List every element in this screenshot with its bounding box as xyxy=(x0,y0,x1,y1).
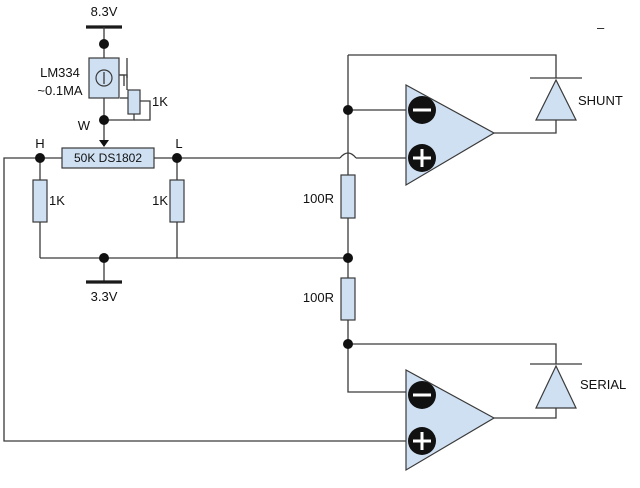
sense-resistor-bottom: 100R xyxy=(303,277,356,321)
junctions xyxy=(343,105,353,349)
resistor-right-value: 1K xyxy=(152,193,168,208)
current-source: LM334 ~0.1MA xyxy=(37,57,120,99)
wiring xyxy=(3,44,557,442)
resistor-right: 1K xyxy=(152,179,185,223)
pin-h-label: H xyxy=(35,136,44,151)
diode-shunt-label: SHUNT xyxy=(578,93,623,108)
diode-shunt-icon xyxy=(535,78,577,121)
plus-icon xyxy=(408,427,436,455)
diode-serial-label: SERIAL xyxy=(580,377,626,392)
digital-potentiometer: 50K DS1802 H L xyxy=(35,136,183,169)
sense-resistor-top-value: 100R xyxy=(303,191,334,206)
plus-icon xyxy=(408,144,436,172)
minus-icon xyxy=(408,96,436,124)
resistor-left: 1K xyxy=(32,179,65,223)
diode-shunt: SHUNT xyxy=(530,77,623,121)
diode-serial-icon xyxy=(535,364,577,409)
digital-pot-label: 50K DS1802 xyxy=(74,151,142,165)
supply-8v3: 8.3V xyxy=(86,4,122,49)
supply-3v3-label: 3.3V xyxy=(91,289,118,304)
opamp-shunt xyxy=(405,83,496,187)
minus-icon xyxy=(408,381,436,409)
trim-pot-value: 1K xyxy=(152,94,168,109)
trim-potentiometer: 1K xyxy=(120,74,168,115)
diode-serial: SERIAL xyxy=(530,363,626,409)
sense-resistor-bottom-value: 100R xyxy=(303,290,334,305)
sense-resistor-top: 100R xyxy=(303,174,356,219)
opamp-serial xyxy=(405,368,496,472)
supply-3v3: 3.3V xyxy=(86,253,122,304)
current-source-part: LM334 xyxy=(40,65,80,80)
pin-l-label: L xyxy=(175,136,182,151)
wiper-label: W xyxy=(78,118,91,133)
current-source-value: ~0.1MA xyxy=(37,83,82,98)
corner-mark: – xyxy=(597,20,605,35)
wiper-arrow-icon xyxy=(99,140,109,147)
supply-8v3-label: 8.3V xyxy=(91,4,118,19)
resistor-left-value: 1K xyxy=(49,193,65,208)
wiper-node: W xyxy=(78,115,109,147)
